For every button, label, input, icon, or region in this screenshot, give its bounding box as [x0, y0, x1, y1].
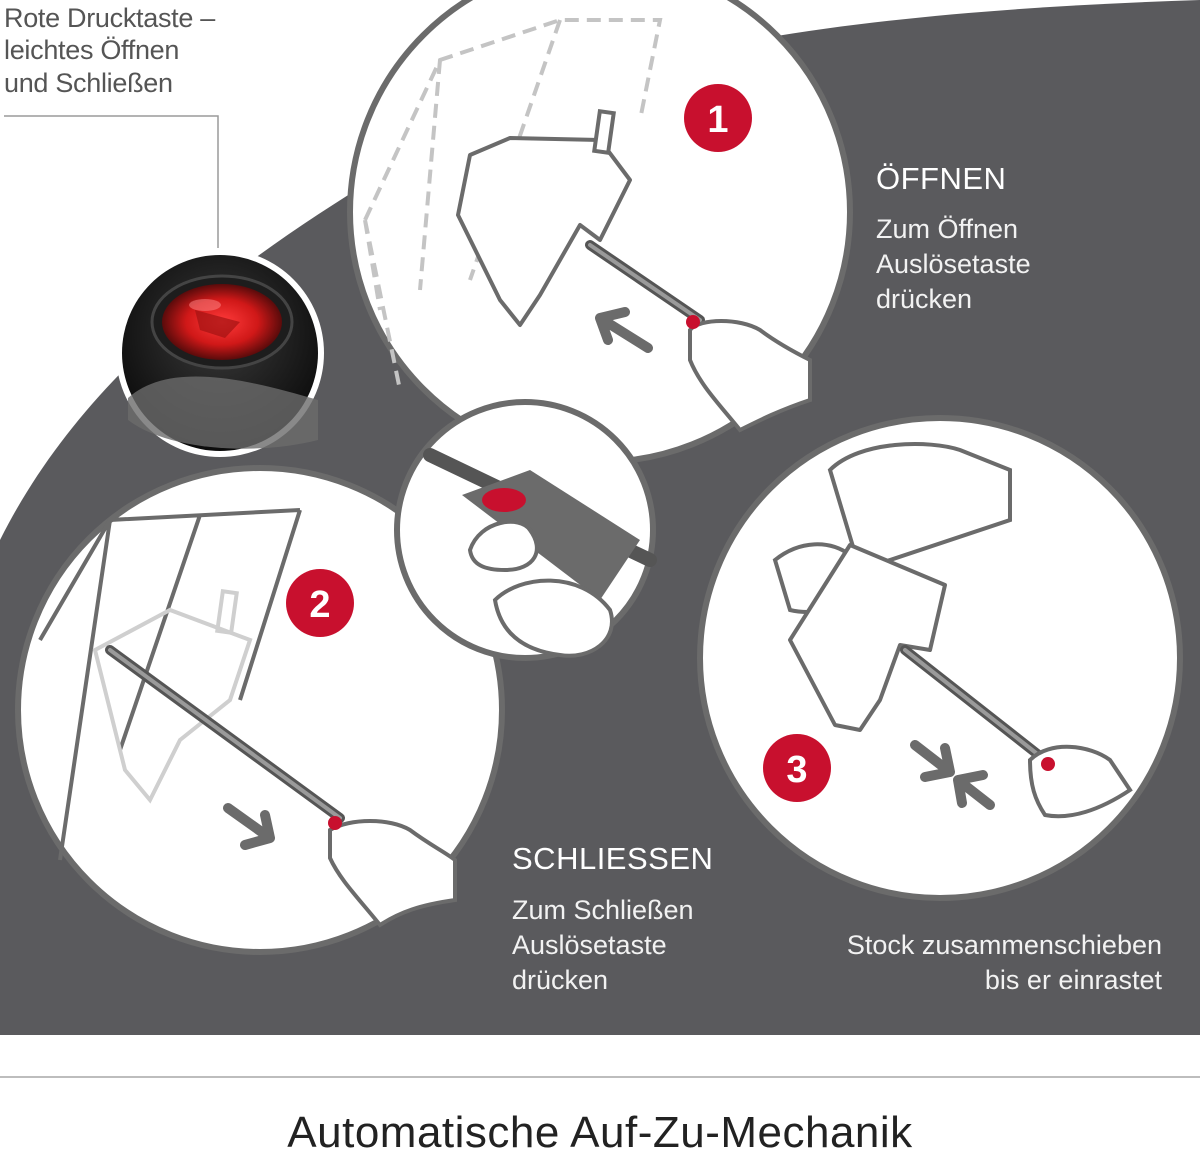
step1-instructions: Zum Öffnen Auslösetaste drücken	[876, 212, 1031, 317]
step1-line: Auslösetaste	[876, 249, 1031, 280]
step3-number: 3	[786, 749, 807, 791]
arrow-left-icon	[595, 307, 653, 353]
umbrella-icon	[363, 18, 663, 391]
step3-illustration: 3	[697, 415, 1183, 901]
step1-line: Zum Öffnen	[876, 214, 1019, 244]
step1-number-badge	[684, 84, 752, 152]
red-button-photo	[116, 249, 324, 457]
step3-line: bis er einrastet	[984, 965, 1162, 996]
callout-line: Rote Drucktaste –	[4, 3, 215, 33]
callout-line: leichtes Öffnen	[4, 35, 180, 66]
step3-instructions: Stock zusammenschieben bis er einrastet	[847, 928, 1162, 998]
hand-icon	[688, 319, 812, 433]
button-detail-illustration	[394, 399, 657, 661]
step2-line: Auslösetaste	[512, 930, 667, 961]
step1-number: 1	[707, 99, 728, 141]
step2-heading: SCHLIESSEN	[512, 841, 714, 876]
step2-number: 2	[309, 584, 330, 626]
step2-illustration: 2	[15, 465, 505, 955]
step1-illustration: 1	[347, 0, 853, 465]
step2-instructions: Zum Schließen Auslösetaste drücken	[512, 893, 694, 998]
step2-line: drücken	[512, 965, 609, 996]
step3-number-badge	[763, 734, 831, 802]
step3-line: Stock zusammenschieben	[846, 930, 1162, 960]
callout-text: Rote Drucktaste – leichtes Öffnen und Sc…	[4, 2, 215, 99]
step2-line: Zum Schließen	[512, 895, 694, 925]
step1-heading: ÖFFNEN	[876, 161, 1007, 196]
callout-line: und Schließen	[4, 67, 173, 98]
footer-title: Automatische Auf-Zu-Mechanik	[287, 1108, 913, 1157]
arrow-down-right-icon	[223, 803, 275, 850]
compress-arrows-icon	[910, 740, 995, 810]
step2-number-badge	[286, 569, 354, 637]
step1-line: drücken	[876, 284, 973, 315]
callout-leader-line	[4, 115, 219, 248]
